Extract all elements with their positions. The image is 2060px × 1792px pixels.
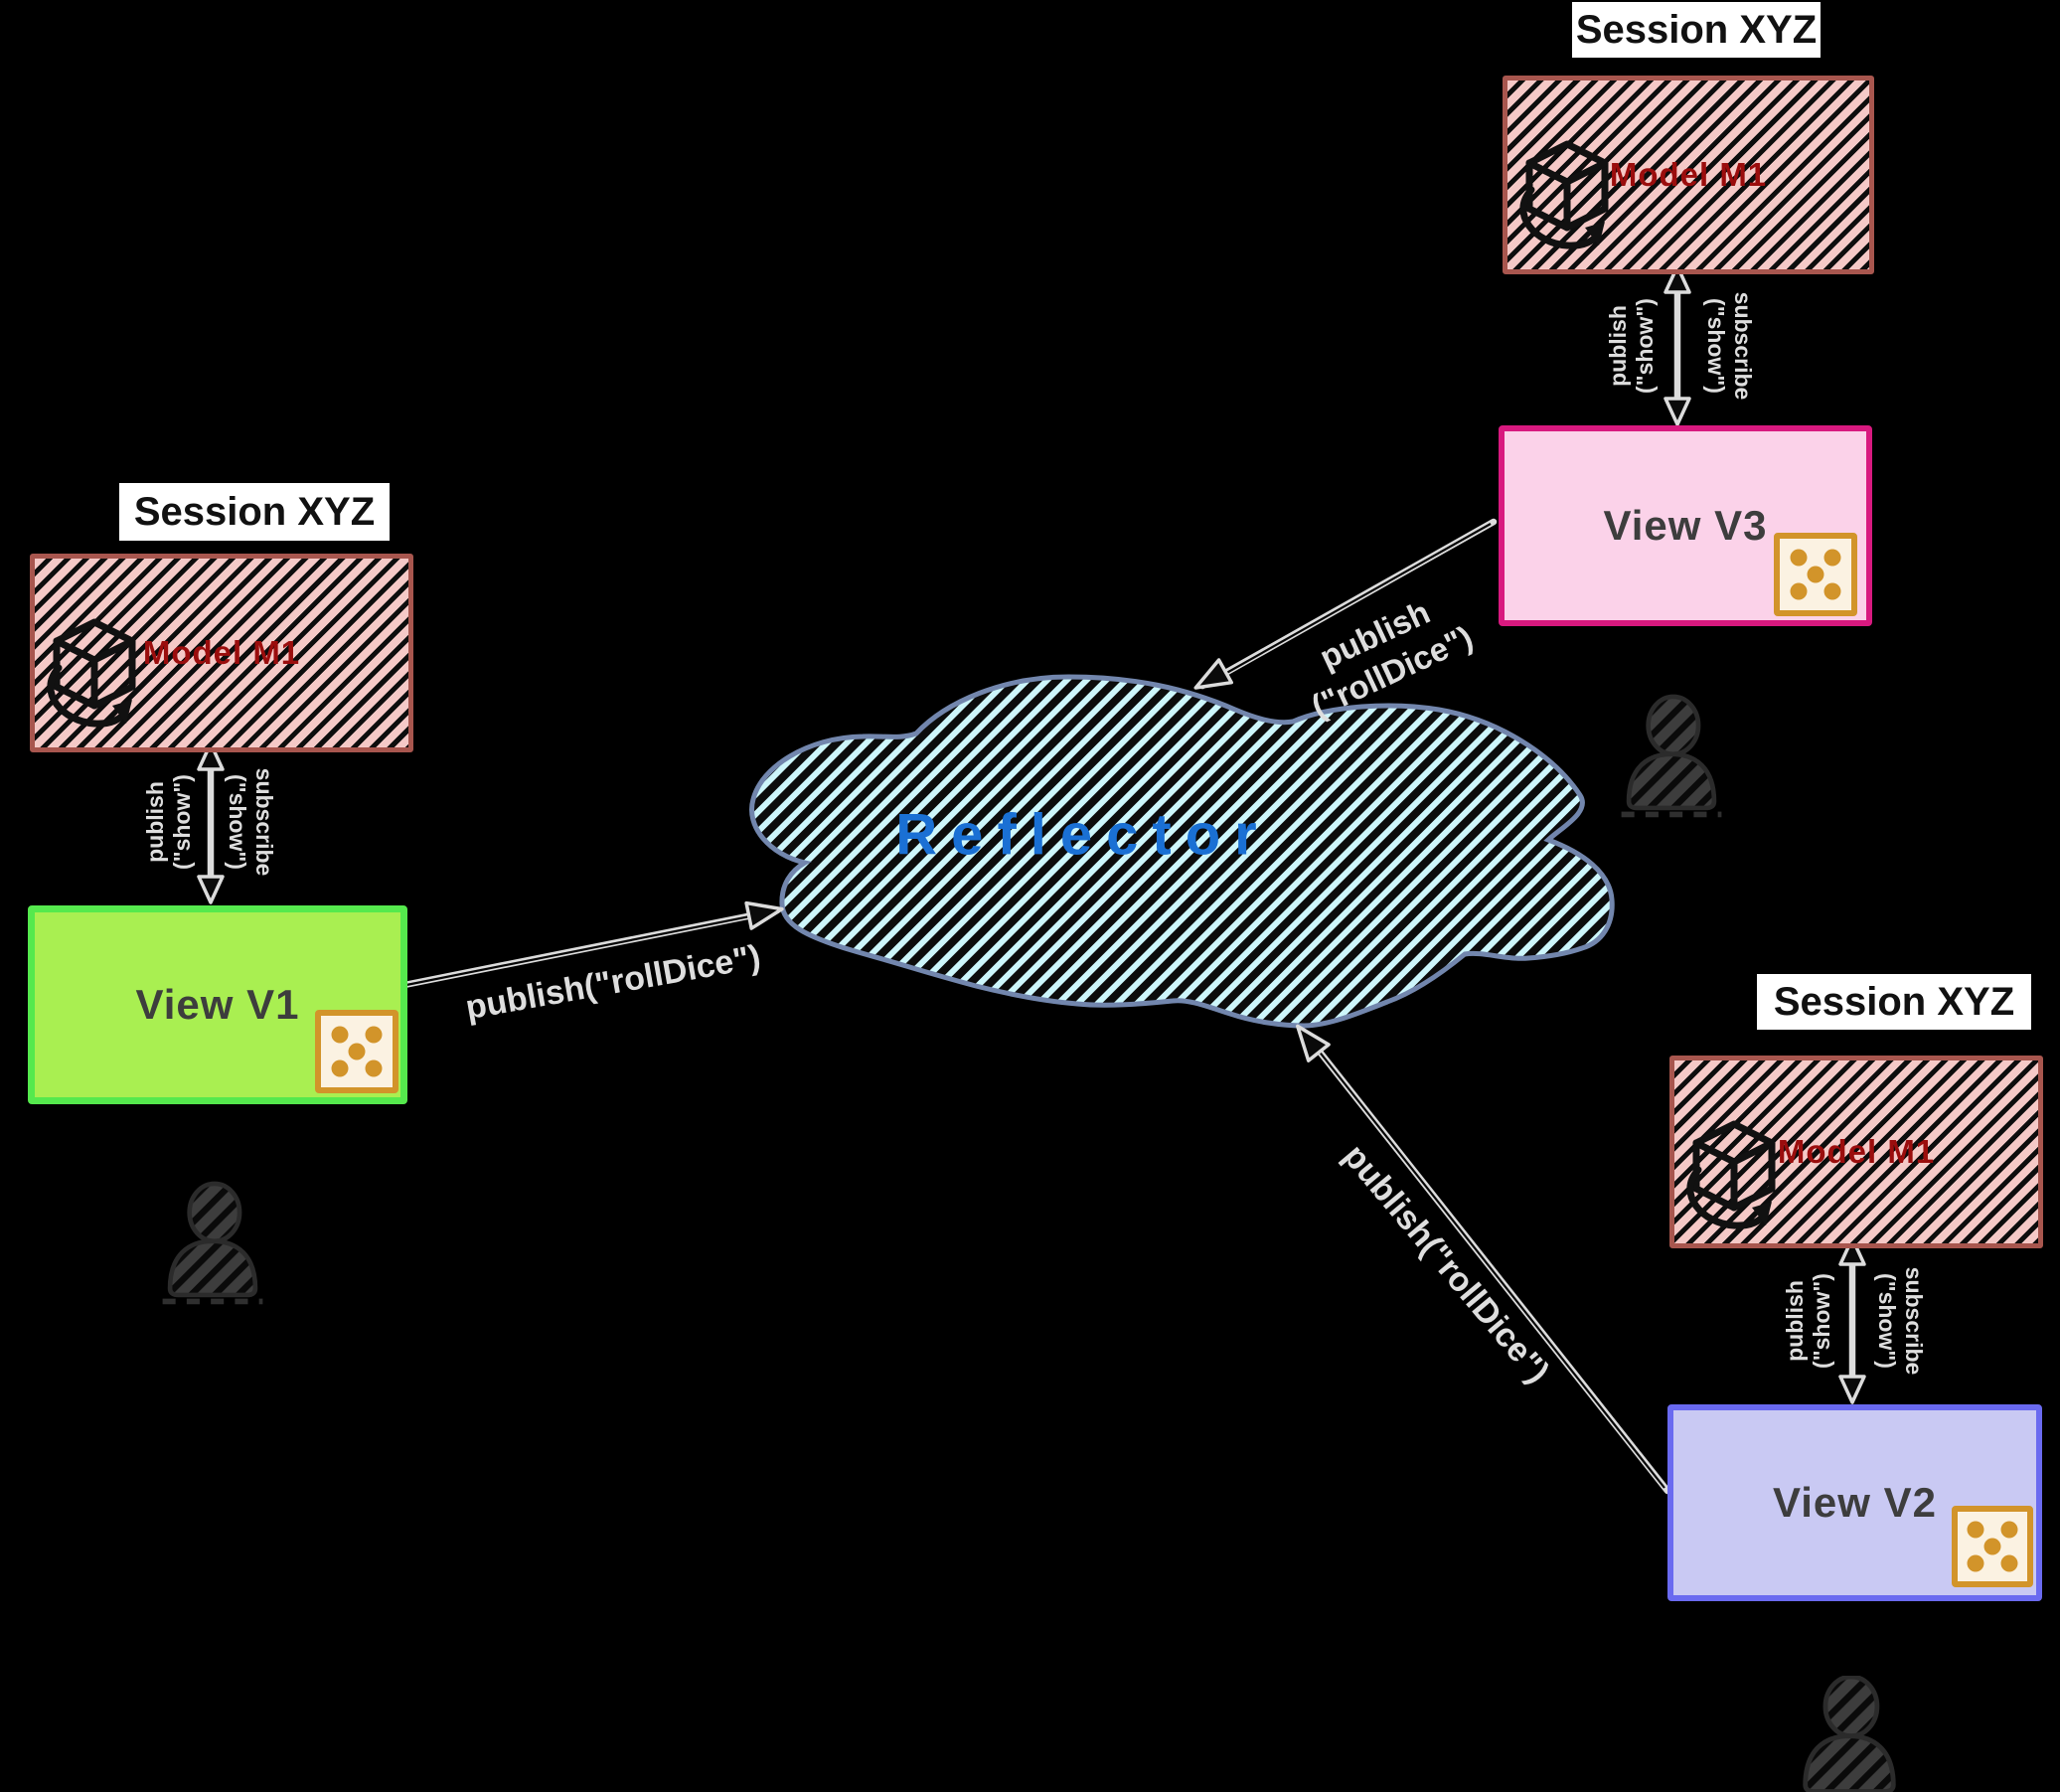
- model-cube-icon: [47, 618, 136, 728]
- subscribe-show-label: subscribe ("show"): [224, 737, 277, 906]
- view-v3-box: View V3: [1499, 425, 1872, 626]
- dice-icon: [1774, 533, 1857, 616]
- dice-icon: [1952, 1506, 2033, 1587]
- user-icon: [1622, 697, 1722, 815]
- dice-pip: [365, 1059, 383, 1077]
- dice-pip: [348, 1043, 366, 1060]
- user-icon: [1798, 1677, 1901, 1792]
- model-label: Model M1: [1609, 156, 1768, 193]
- user-icon: [163, 1184, 263, 1302]
- model-view-arrow-bottom-right: [1838, 1236, 1866, 1404]
- session-title-text: Session XYZ: [133, 489, 376, 534]
- dice-pip: [1967, 1554, 1984, 1572]
- dice-pip: [331, 1059, 349, 1077]
- publish-word: publish: [1782, 1280, 1808, 1362]
- view-label: View V2: [1773, 1479, 1937, 1526]
- dice-icon: [315, 1010, 398, 1093]
- publish-arg: ("show"): [169, 774, 195, 870]
- subscribe-arg: ("show"): [1874, 1273, 1900, 1369]
- view-v2-box: View V2: [1667, 1404, 2042, 1601]
- model-cube-icon: [1686, 1120, 1776, 1229]
- publish-arg: ("show"): [1809, 1273, 1834, 1369]
- publish-show-label: publish ("show"): [1782, 1236, 1835, 1405]
- model-box: Model M1: [1503, 76, 1874, 274]
- subscribe-show-label: subscribe ("show"): [1873, 1236, 1927, 1405]
- subscribe-word: subscribe: [1730, 291, 1756, 401]
- dice-pip: [1967, 1521, 1984, 1539]
- dice-pip: [1790, 549, 1808, 567]
- dice-pip: [365, 1026, 383, 1044]
- session-title: Session XYZ: [1757, 974, 2031, 1030]
- publish-arg: ("show"): [1632, 298, 1658, 394]
- session-title-text: Session XYZ: [1575, 7, 1818, 52]
- view-label: View V3: [1603, 502, 1768, 549]
- session-title: Session XYZ: [1572, 2, 1821, 58]
- publish-arrow-v3: [1193, 518, 1498, 690]
- dice-pip: [1983, 1538, 2001, 1555]
- dice-pip: [1790, 582, 1808, 600]
- dice-pip: [2000, 1554, 2018, 1572]
- session-title: Session XYZ: [119, 483, 390, 541]
- dice-pip: [1807, 566, 1824, 583]
- dice-pip: [2000, 1521, 2018, 1539]
- model-box: Model M1: [1669, 1056, 2043, 1248]
- reflector-label: Reflector: [895, 802, 1271, 868]
- dice-pip: [331, 1026, 349, 1044]
- view-label: View V1: [135, 981, 300, 1028]
- session-title-text: Session XYZ: [1773, 979, 2015, 1024]
- model-view-arrow-left: [197, 741, 225, 904]
- reflector-cloud: [749, 674, 1615, 1029]
- publish-show-label: publish ("show"): [142, 737, 196, 906]
- subscribe-show-label: subscribe ("show"): [1702, 261, 1756, 430]
- subscribe-word: subscribe: [251, 767, 277, 877]
- model-label: Model M1: [142, 634, 301, 671]
- subscribe-arg: ("show"): [1703, 298, 1729, 394]
- model-view-arrow-top-right: [1664, 264, 1691, 426]
- publish-word: publish: [1605, 305, 1631, 387]
- model-label: Model M1: [1777, 1133, 1936, 1170]
- model-box: Model M1: [30, 554, 413, 752]
- dice-pip: [1823, 549, 1841, 567]
- view-v1-box: View V1: [28, 905, 407, 1104]
- publish-show-label: publish ("show"): [1605, 261, 1659, 430]
- model-cube-icon: [1519, 140, 1609, 249]
- publish-arrow-v2: [1296, 1024, 1671, 1495]
- subscribe-arg: ("show"): [225, 774, 250, 870]
- publish-word: publish: [142, 781, 168, 863]
- subscribe-word: subscribe: [1901, 1266, 1927, 1376]
- dice-pip: [1823, 582, 1841, 600]
- publish-arrow-v1: [396, 900, 784, 990]
